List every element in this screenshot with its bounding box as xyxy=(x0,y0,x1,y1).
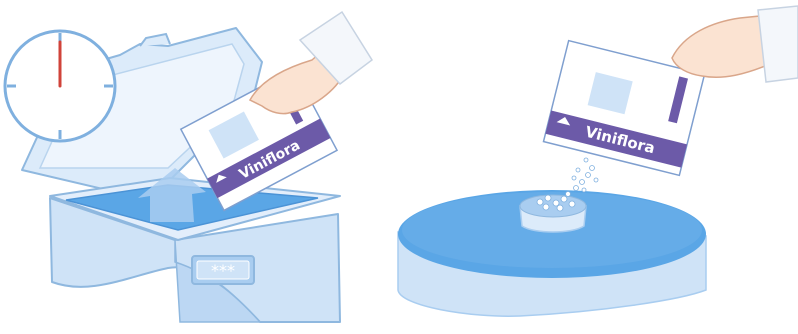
box-label-stars: *** xyxy=(211,261,235,280)
clock-icon xyxy=(5,31,115,141)
right-hand-icon xyxy=(672,6,798,82)
tank xyxy=(398,158,706,316)
lid-handle xyxy=(140,34,170,46)
left-hand-icon xyxy=(250,12,372,114)
